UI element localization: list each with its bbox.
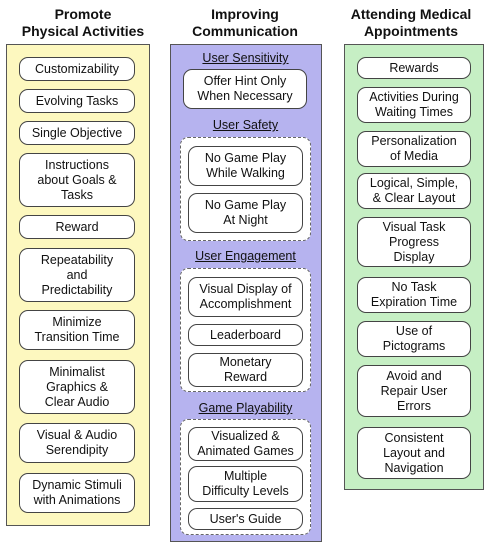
- list-item: Avoid and Repair User Errors: [357, 365, 471, 417]
- section-title-user-safety: User Safety: [212, 118, 279, 132]
- list-item: Activities During Waiting Times: [357, 87, 471, 123]
- section-title-user-sensitivity: User Sensitivity: [202, 51, 289, 65]
- list-item: Customizability: [19, 57, 135, 81]
- list-item: No Game Play While Walking: [188, 146, 303, 186]
- group-user-engagement: Visual Display of Accomplishment Leaderb…: [180, 268, 311, 392]
- column-physical-activities: Customizability Evolving Tasks Single Ob…: [6, 44, 150, 526]
- list-item: Personalization of Media: [357, 131, 471, 167]
- list-item: Visual Display of Accomplishment: [188, 277, 303, 317]
- list-item: Repeatability and Predictability: [19, 248, 135, 302]
- section-title-user-engagement: User Engagement: [195, 249, 296, 263]
- group-user-safety: No Game Play While Walking No Game Play …: [180, 137, 311, 241]
- list-item: Evolving Tasks: [19, 89, 135, 113]
- list-item: Minimalist Graphics & Clear Audio: [19, 360, 135, 414]
- list-item: User's Guide: [188, 508, 303, 530]
- list-item: Visual & Audio Serendipity: [19, 423, 135, 463]
- list-item: Dynamic Stimuli with Animations: [19, 473, 135, 513]
- column-title-communication: Improving Communication: [192, 6, 298, 39]
- list-item: Minimize Transition Time: [19, 310, 135, 350]
- section-title-game-playability: Game Playability: [198, 401, 293, 415]
- list-item: Visual Task Progress Display: [357, 217, 471, 267]
- list-item: Rewards: [357, 57, 471, 79]
- list-item: Single Objective: [19, 121, 135, 145]
- list-item: Visualized & Animated Games: [188, 427, 303, 461]
- list-item: No Task Expiration Time: [357, 277, 471, 313]
- list-item: No Game Play At Night: [188, 193, 303, 233]
- list-item: Monetary Reward: [188, 353, 303, 387]
- column-improving-communication: User Sensitivity Offer Hint Only When Ne…: [170, 44, 322, 542]
- column-title-medical: Attending Medical Appointments: [350, 6, 472, 39]
- list-item: Multiple Difficulty Levels: [188, 466, 303, 502]
- list-item: Instructions about Goals & Tasks: [19, 153, 135, 207]
- list-item: Use of Pictograms: [357, 321, 471, 357]
- list-item: Reward: [19, 215, 135, 239]
- list-item: Logical, Simple, & Clear Layout: [357, 173, 471, 209]
- column-attending-medical-appointments: Rewards Activities During Waiting Times …: [344, 44, 484, 490]
- list-item: Offer Hint Only When Necessary: [183, 69, 307, 109]
- group-game-playability: Visualized & Animated Games Multiple Dif…: [180, 419, 311, 535]
- list-item: Consistent Layout and Navigation: [357, 427, 471, 479]
- column-title-physical: Promote Physical Activities: [21, 6, 145, 39]
- list-item: Leaderboard: [188, 324, 303, 346]
